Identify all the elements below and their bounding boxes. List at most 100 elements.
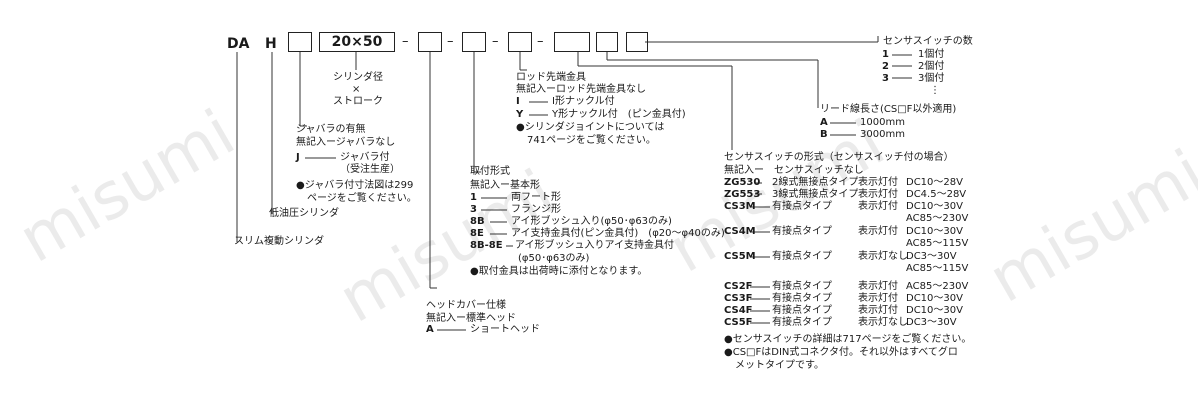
sensor-voltage-ac: AC85～115V <box>906 263 969 274</box>
head-cover-title: ヘッドカバー仕様 <box>426 300 506 311</box>
sensor-lamp: 表示灯付 <box>858 281 898 292</box>
sensor-count-more: ⋮ <box>930 85 940 96</box>
rod-end-slot <box>508 32 532 52</box>
sensor-code: CS3F <box>724 293 753 304</box>
rod-end-title: ロッド先端金具 <box>516 72 586 83</box>
sensor-kind: 有接点タイプ <box>772 201 832 212</box>
sensor-count-2-text: 2個付 <box>918 61 945 72</box>
sensor-code: CS4M <box>724 226 756 237</box>
bellows-note-1: ●ジャバラ付寸法図は299 <box>296 180 414 191</box>
sensor-kind: 有接点タイプ <box>772 226 832 237</box>
sensor-count-1-code: 1 <box>882 49 889 60</box>
lead-length-slot <box>596 32 618 52</box>
sensor-kind: 有接点タイプ <box>772 305 832 316</box>
mounting-8b8e-code: 8B-8E <box>470 240 503 251</box>
mounting-3-text: フランジ形 <box>511 204 561 215</box>
sensor-voltage: AC85～230V <box>906 281 969 292</box>
sensor-code: CS5M <box>724 251 756 262</box>
option-code-h: H <box>265 36 277 52</box>
separator-dash: – <box>402 34 409 49</box>
sensor-lamp: 表示灯なし <box>858 317 908 328</box>
rod-end-note-1: ●シリンダジョイントについては <box>516 122 665 133</box>
lead-a-code: A <box>820 117 828 128</box>
sensor-lamp: 表示灯付 <box>858 201 898 212</box>
sensor-voltage-ac: AC85～230V <box>906 213 969 224</box>
sensor-count-3-text: 3個付 <box>918 73 945 84</box>
bellows-none: 無記入ージャバラなし <box>296 137 396 148</box>
bellows-note-2: ページをご覧ください。 <box>307 193 417 204</box>
sensor-voltage: DC3～30V <box>906 251 957 262</box>
rod-end-i-text: I形ナックル付 <box>552 96 615 107</box>
head-cover-none: 無記入ー標準ヘッド <box>426 313 516 324</box>
sensor-voltage: DC3～30V <box>906 317 957 328</box>
head-cover-slot <box>418 32 442 52</box>
bellows-j-note: （受注生産） <box>340 164 400 175</box>
mounting-1-code: 1 <box>470 192 477 203</box>
head-cover-a-code: A <box>426 324 434 335</box>
sensor-count-1-text: 1個付 <box>918 49 945 60</box>
rod-end-y-code: Y <box>516 109 524 120</box>
bore-times: × <box>352 84 361 95</box>
low-oil-label: 低油圧シリンダ <box>269 208 339 219</box>
mounting-slot <box>462 32 486 52</box>
sensor-lamp: 表示灯付 <box>858 177 898 188</box>
sensor-kind: 2線式無接点タイプ <box>772 177 859 188</box>
lead-title: リード線長さ(CS□F以外適用) <box>820 104 957 115</box>
separator-dash: – <box>447 34 454 49</box>
sensor-voltage: DC10～28V <box>906 177 963 188</box>
bellows-j-code: J <box>296 152 300 163</box>
sensor-lamp: 表示灯なし <box>858 251 908 262</box>
slim-cylinder-label: スリム複動シリンダ <box>234 236 324 247</box>
mounting-8b-text: アイ形ブッシュ入り(φ50･φ63のみ) <box>511 216 672 227</box>
rod-end-i-code: I <box>516 96 520 107</box>
bore-title: シリンダ径 <box>333 72 383 83</box>
sensor-voltage: DC10～30V <box>906 305 963 316</box>
sensor-count-slot <box>626 32 648 52</box>
mounting-8e-text: アイ支持金具付(ピン金具付) (φ20～φ40のみ) <box>511 228 725 239</box>
sensor-type-note-3: メットタイプです。 <box>735 360 824 371</box>
sensor-kind: 3線式無接点タイプ <box>772 189 859 200</box>
sensor-voltage: DC10～30V <box>906 293 963 304</box>
bore-stroke-slot <box>319 32 395 52</box>
sensor-code: CS3M <box>724 201 756 212</box>
head-cover-a-text: ショートヘッド <box>470 324 540 335</box>
mounting-8b-code: 8B <box>470 216 485 227</box>
bellows-slot <box>288 32 312 52</box>
sensor-kind: 有接点タイプ <box>772 281 832 292</box>
sensor-kind: 有接点タイプ <box>772 317 832 328</box>
lead-b-code: B <box>820 129 828 140</box>
mounting-8b8e-note: (φ50･φ63のみ) <box>518 253 590 264</box>
sensor-lamp: 表示灯付 <box>858 293 898 304</box>
separator-dash: – <box>492 34 499 49</box>
bellows-j-text: ジャバラ付 <box>340 152 390 163</box>
bore-stroke-value: 20×50 <box>331 34 383 50</box>
sensor-count-3-code: 3 <box>882 73 889 84</box>
sensor-lamp: 表示灯付 <box>858 226 898 237</box>
sensor-count-title: センサスイッチの数 <box>883 36 973 47</box>
sensor-type-slot <box>554 32 590 52</box>
sensor-code: ZG553 <box>724 189 761 200</box>
sensor-voltage: DC4.5～28V <box>906 189 967 200</box>
separator-dash: – <box>537 34 544 49</box>
bellows-title: ジャバラの有無 <box>296 124 366 135</box>
rod-end-none: 無記入ーロッド先端金具なし <box>516 84 646 95</box>
lead-a-text: 1000mm <box>860 117 905 128</box>
rod-end-note-2: 741ページをご覧ください。 <box>527 135 656 146</box>
sensor-kind: 有接点タイプ <box>772 251 832 262</box>
lead-b-text: 3000mm <box>860 129 905 140</box>
sensor-code: CS5F <box>724 317 753 328</box>
sensor-voltage: DC10～30V <box>906 226 963 237</box>
rod-end-y-text: Y形ナックル付 (ピン金具付) <box>552 109 686 120</box>
sensor-kind: 有接点タイプ <box>772 293 832 304</box>
sensor-type-none: 無記入ー センサスイッチなし <box>724 165 864 176</box>
series-code-da: DA <box>227 36 250 52</box>
sensor-voltage-ac: AC85～115V <box>906 238 969 249</box>
mounting-8e-code: 8E <box>470 228 484 239</box>
sensor-type-note-2: ●CS□FはDIN式コネクタ付。それ以外はすべてグロ <box>724 347 958 358</box>
sensor-code: ZG530 <box>724 177 761 188</box>
sensor-code: CS4F <box>724 305 753 316</box>
sensor-lamp: 表示灯付 <box>858 305 898 316</box>
sensor-code: CS2F <box>724 281 753 292</box>
